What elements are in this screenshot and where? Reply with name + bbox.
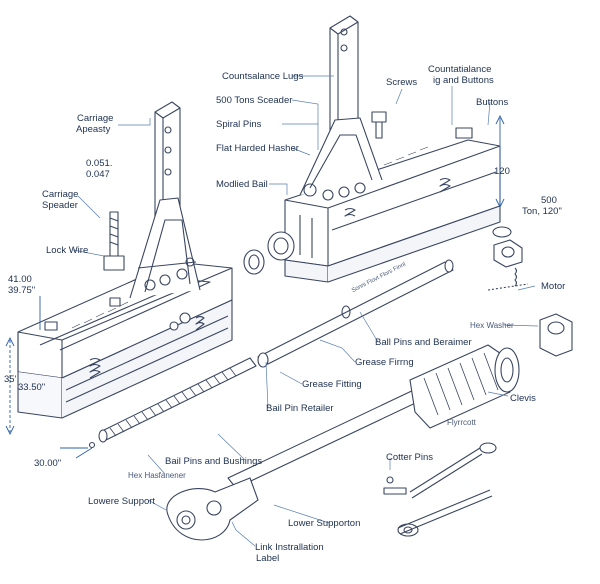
dimension-lines (5, 114, 505, 459)
lead-screw (88, 357, 257, 449)
label-hex-fastener: Hex Hasfanener (128, 471, 186, 480)
label-counterbalance-buttons-2: ig and Buttons (433, 75, 494, 86)
label-lock-wire: Lock Wire (46, 245, 89, 256)
label-modified-bail: Modlied Bail (216, 179, 268, 190)
left-carriage-assembly (17, 101, 233, 419)
label-counterbalance-lugs: Countsalance Lugs (222, 71, 304, 82)
dimension-length-2: 39.75" (8, 285, 36, 296)
hardware-nuts (487, 226, 573, 357)
label-carriage-assembly-1: Carriage (77, 113, 114, 124)
dimension-120: 120 (494, 166, 510, 177)
cotter-pins (383, 442, 497, 537)
dimension-ton: Ton, 120" (522, 206, 562, 217)
modified-bail-ring (243, 249, 265, 275)
label-link-installation-1: Link Instrallation (255, 542, 324, 553)
label-lower-support: Lowere Support (88, 496, 156, 507)
dimension-thickness-1: 0.051. (86, 158, 113, 169)
clevis-handle (166, 344, 520, 541)
label-hex-washer: Hex Washer (470, 321, 514, 330)
label-grease-fitting: Grease Fitting (302, 379, 362, 390)
dimension-thickness-2: 0.047 (86, 169, 110, 180)
label-flyrod: Flyrrcott (447, 418, 476, 427)
label-flat-washer: Flat Harded Hasher (216, 143, 299, 154)
dimension-height-1: 35' (4, 374, 17, 385)
dimension-height-2: 33.50" (18, 382, 46, 393)
long-rod (257, 259, 454, 368)
label-link-installation-2: Label (256, 553, 280, 564)
label-carriage-speeder-2: Speader (42, 200, 78, 211)
dimension-500: 500 (541, 195, 557, 206)
label-spiral-pins: Spiral Pins (216, 119, 262, 130)
label-lower-supporton: Lower Supporton (288, 518, 361, 529)
label-buttons: Buttons (476, 97, 509, 108)
label-clevis: Clevis (510, 393, 536, 404)
label-motor: Motor (541, 281, 566, 292)
label-counterbalance-buttons-1: Countatialance (428, 64, 492, 75)
label-ball-pins-bushings: Bail Pins and Bushings (165, 456, 263, 467)
label-ball-pin-retainer: Bail Pin Retailer (266, 403, 334, 414)
label-tons-speeder: 500 Tons Sceader (216, 95, 293, 106)
label-carriage-assembly-2: Apeasty (76, 124, 111, 135)
label-grease-fitting-upper: Grease Firrng (355, 357, 414, 368)
label-carriage-speeder-1: Carriage (42, 189, 79, 200)
right-carriage-assembly (284, 15, 501, 283)
label-ball-pins-retainer: Ball Pins and Beraimer (375, 337, 472, 348)
label-screws: Screws (386, 77, 418, 88)
label-cotter-pins: Cotter Pins (386, 452, 433, 463)
dimension-angle: 30.00" (34, 458, 62, 469)
dimension-length-1: 41.00 (8, 274, 32, 285)
bushing (267, 231, 295, 261)
